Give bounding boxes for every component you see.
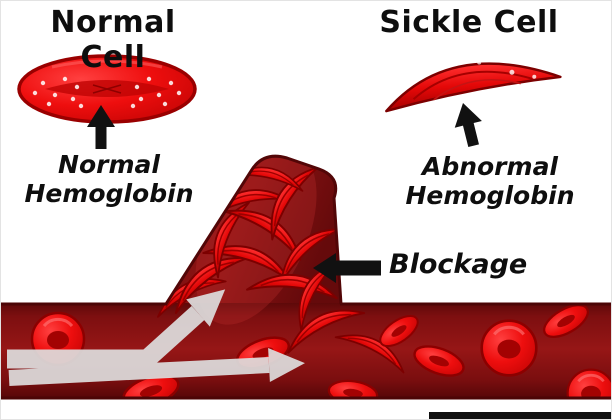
- sickle-cell-title: Sickle Cell: [379, 5, 559, 40]
- abnormal-hemoglobin-label: Abnormal Hemoglobin: [405, 152, 575, 210]
- bottom-right-black-bar: [429, 412, 611, 419]
- sickle-cell-illustration: [385, 60, 562, 113]
- branch-outline: [164, 154, 343, 305]
- flow-arrow-straight-icon: [8, 348, 305, 386]
- normal-hemoglobin-label: Normal Hemoglobin: [24, 150, 194, 208]
- blood-vessel: [1, 154, 611, 400]
- flow-arrows: [7, 289, 305, 386]
- flow-arrow-bent-icon: [7, 289, 226, 369]
- hemoglobin-dots: [32, 76, 182, 109]
- abnormal-hemoglobin-arrow-icon: [449, 99, 488, 150]
- normal-cell-illustration: [17, 54, 197, 124]
- normal-cell-title: Normal Cell: [50, 5, 176, 75]
- blockage-label: Blockage: [389, 249, 528, 280]
- blockage-arrow-icon: [313, 253, 381, 283]
